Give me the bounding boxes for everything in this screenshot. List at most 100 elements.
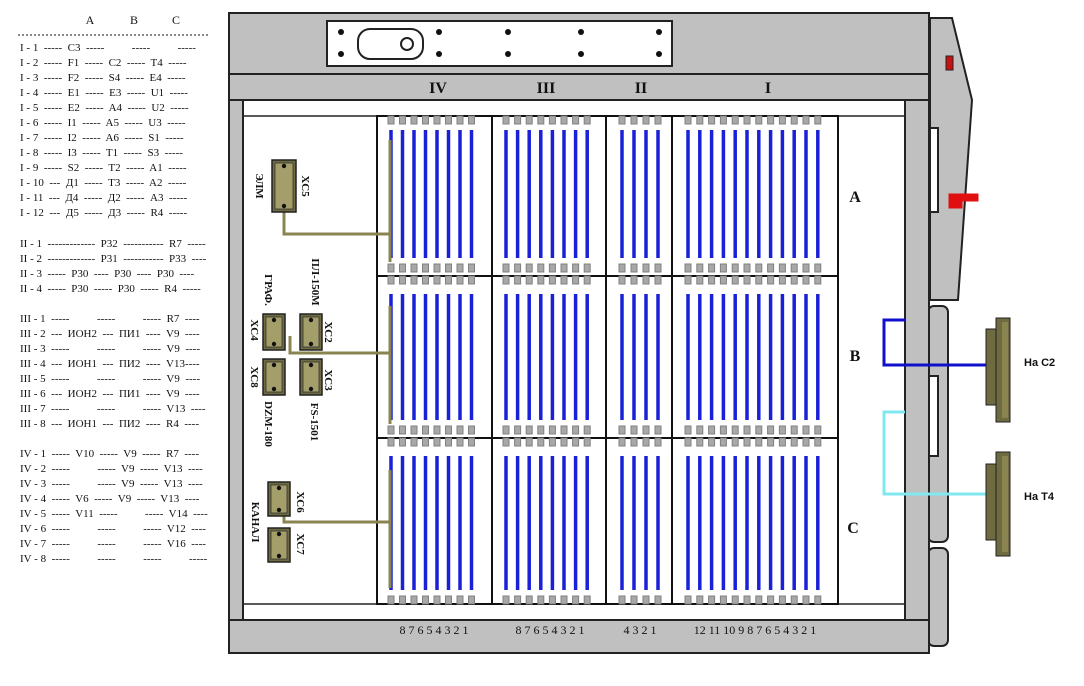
pin-numbers-iv: 8 7 6 5 4 3 2 1	[400, 623, 469, 637]
terminal-screw	[618, 275, 626, 285]
terminal-screw	[696, 115, 704, 125]
terminal-screw	[468, 115, 475, 125]
terminal-screw	[399, 263, 406, 273]
terminal-screw	[618, 437, 626, 447]
terminal-screw	[642, 437, 650, 447]
terminal-screw	[433, 595, 441, 605]
terminal-screw	[456, 115, 464, 125]
table-row: I - 7 ----- I2 ----- A6 ----- S1 -----	[20, 132, 184, 144]
table-row: IV - 2 ----- ----- V9 ----- V13 ----	[20, 463, 203, 475]
terminal-screw	[708, 115, 716, 125]
terminal-screw	[767, 275, 775, 285]
terminal-screw	[422, 275, 429, 285]
door-handle[interactable]	[948, 193, 979, 209]
connector-xc4[interactable]	[262, 313, 286, 351]
terminal-screw	[654, 595, 662, 605]
terminal-screw	[767, 115, 775, 125]
terminal-screw	[755, 115, 763, 125]
terminal-screw	[583, 275, 591, 285]
pin-numbers-ii: 4 3 2 1	[624, 623, 657, 637]
table-row: IV - 1 ----- V10 ----- V9 ----- R7 ----	[20, 448, 199, 460]
terminal-screw	[468, 275, 475, 285]
terminal-screw	[445, 437, 452, 447]
section-label-ii: II	[635, 80, 647, 97]
terminal-screw	[583, 437, 591, 447]
terminal-screw	[642, 275, 650, 285]
header-b: B	[130, 13, 138, 27]
terminal-bars	[387, 115, 822, 605]
terminal-screw	[583, 263, 591, 273]
terminal-screw	[790, 263, 798, 273]
terminal-screw	[560, 425, 568, 435]
terminal-screw	[778, 595, 786, 605]
terminal-screw	[790, 437, 798, 447]
terminal-screw	[502, 425, 510, 435]
terminal-screw	[743, 263, 751, 273]
terminal-screw	[755, 595, 763, 605]
terminal-screw	[514, 437, 522, 447]
top-mount-plate	[326, 20, 673, 67]
table-row: II - 2 ------------- P31 ----------- P33…	[20, 253, 207, 265]
terminal-screw	[790, 115, 798, 125]
terminal-screw	[618, 425, 626, 435]
terminal-screw	[778, 425, 786, 435]
terminal-screw	[445, 115, 452, 125]
terminal-screw	[719, 595, 727, 605]
label-to-t4: На T4	[1024, 491, 1055, 503]
terminal-screw	[790, 425, 798, 435]
table-row: III - 5 ----- ----- ----- V9 ----	[20, 373, 200, 385]
table-row: I - 12 --- Д5 ----- Д3 ----- R4 -----	[20, 207, 187, 219]
terminal-screw	[525, 275, 533, 285]
terminal-screw	[548, 275, 556, 285]
terminal-screw	[778, 437, 786, 447]
table-row: III - 7 ----- ----- ----- V13 ----	[20, 403, 206, 415]
terminal-screw	[548, 115, 556, 125]
connector-xc2[interactable]	[299, 313, 323, 351]
table-row: IV - 7 ----- ----- ----- V16 ----	[20, 538, 206, 550]
terminal-screw	[537, 115, 545, 125]
terminal-screw	[433, 425, 441, 435]
label-xc7: XC7	[294, 533, 306, 555]
pin-numbers-iii: 8 7 6 5 4 3 2 1	[516, 623, 585, 637]
label-to-c2: На C2	[1024, 357, 1055, 369]
row-label-a: A	[849, 189, 861, 206]
signal-wires	[282, 140, 392, 588]
indicator-led	[945, 55, 954, 71]
terminal-screw	[433, 437, 441, 447]
terminal-screw	[708, 275, 716, 285]
terminal-screw	[708, 437, 716, 447]
connector-xc5[interactable]	[271, 159, 297, 213]
terminal-screw	[560, 263, 568, 273]
terminal-screw	[514, 595, 522, 605]
connector-xc7[interactable]	[267, 527, 291, 563]
side-door-top	[929, 17, 974, 301]
terminal-screw	[684, 263, 692, 273]
terminal-screw	[755, 425, 763, 435]
table-row: III - 1 ----- ----- ----- R7 ----	[20, 313, 200, 325]
terminal-screw	[387, 437, 395, 447]
terminal-screw	[399, 425, 406, 435]
terminal-screw	[387, 425, 395, 435]
terminal-screw	[456, 275, 464, 285]
terminal-screw	[630, 115, 638, 125]
terminal-screw	[731, 425, 739, 435]
table-rows: I - 1 ----- C3 ----- ----- -----I - 2 --…	[20, 42, 208, 565]
label-elm: ЭЛМ	[253, 173, 265, 199]
terminal-screw	[814, 115, 822, 125]
label-xc8: XC8	[248, 366, 260, 388]
table-row: I - 1 ----- C3 ----- ----- -----	[20, 42, 196, 54]
terminal-screw	[778, 263, 786, 273]
terminal-screw	[802, 115, 810, 125]
terminal-screw	[514, 115, 522, 125]
external-cable-c2	[882, 318, 990, 367]
connector-xc8[interactable]	[262, 358, 286, 396]
terminal-screw	[814, 275, 822, 285]
terminal-screw	[525, 115, 533, 125]
terminal-screw	[502, 263, 510, 273]
terminal-screw	[654, 115, 662, 125]
connector-xc3[interactable]	[299, 358, 323, 396]
connector-xc6[interactable]	[267, 481, 291, 517]
label-kanal: КАНАЛ	[249, 502, 261, 543]
label-pl150m: ПЛ-150М	[309, 258, 321, 306]
